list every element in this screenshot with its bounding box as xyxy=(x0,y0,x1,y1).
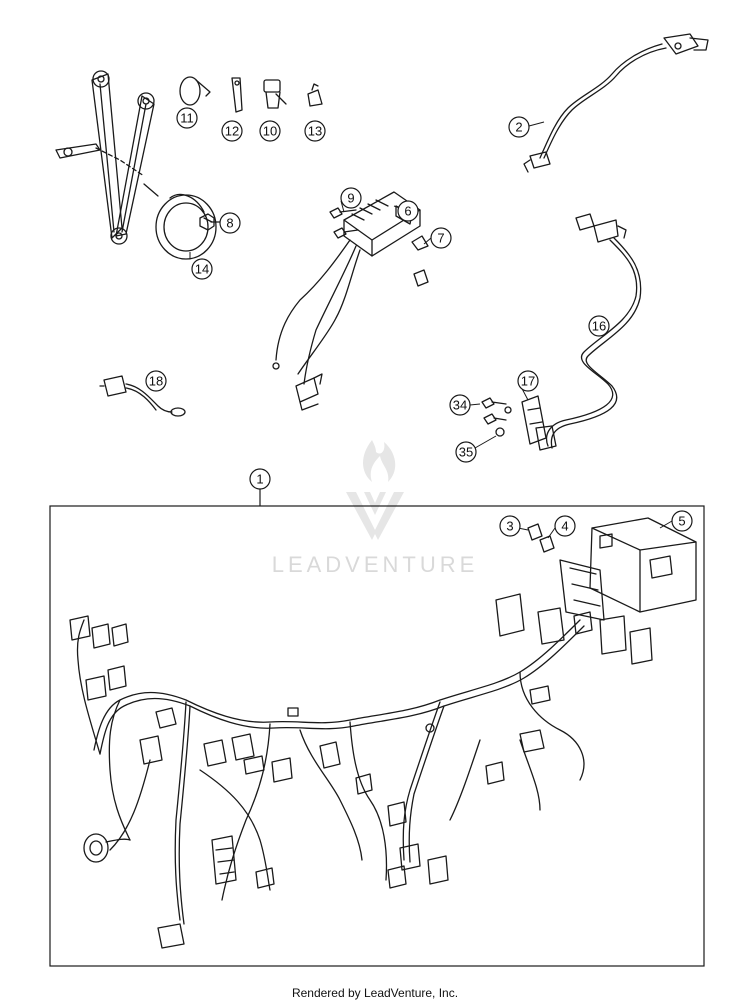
svg-text:8: 8 xyxy=(226,216,233,231)
svg-text:18: 18 xyxy=(149,374,163,389)
clip-4 xyxy=(539,535,555,553)
callout-9: 9 xyxy=(340,187,362,209)
horn-bracket xyxy=(55,70,155,245)
ground-wire xyxy=(99,375,186,417)
svg-text:10: 10 xyxy=(263,124,277,139)
grommet xyxy=(263,79,287,109)
callout-17: 17 xyxy=(517,370,539,392)
svg-text:34: 34 xyxy=(453,398,467,413)
clip xyxy=(307,83,323,107)
clip-3 xyxy=(527,523,543,541)
callout-34: 34 xyxy=(449,394,471,416)
callout-7: 7 xyxy=(430,227,452,249)
callout-12: 12 xyxy=(221,120,243,142)
svg-text:3: 3 xyxy=(506,519,513,534)
svg-text:12: 12 xyxy=(225,124,239,139)
svg-text:9: 9 xyxy=(347,191,354,206)
svg-text:16: 16 xyxy=(592,319,606,334)
svg-text:13: 13 xyxy=(308,124,322,139)
svg-text:14: 14 xyxy=(195,262,209,277)
svg-text:6: 6 xyxy=(404,204,411,219)
callout-1: 1 xyxy=(249,468,271,490)
svg-text:1: 1 xyxy=(256,472,263,487)
cotter-pin xyxy=(231,77,243,113)
svg-text:35: 35 xyxy=(459,445,473,460)
callout-35: 35 xyxy=(455,441,477,463)
svg-text:2: 2 xyxy=(515,120,522,135)
sub-harness xyxy=(521,213,642,451)
callouts: 1 2 3 4 5 6 7 8 xyxy=(145,107,693,537)
svg-text:11: 11 xyxy=(180,111,194,126)
horn xyxy=(143,183,217,260)
callout-10: 10 xyxy=(259,120,281,142)
watermark-text: LEADVENTURE xyxy=(272,552,479,577)
svg-text:5: 5 xyxy=(678,514,685,529)
callout-11: 11 xyxy=(176,107,198,129)
main-wiring-harness xyxy=(69,517,697,949)
voltage-regulator xyxy=(272,191,421,411)
callout-8: 8 xyxy=(219,212,241,234)
svg-text:17: 17 xyxy=(521,374,535,389)
watermark-logo xyxy=(346,440,404,540)
svg-text:4: 4 xyxy=(561,519,568,534)
callout-2: 2 xyxy=(508,116,530,138)
cable-tie xyxy=(179,76,211,106)
footer-credit: Rendered by LeadVenture, Inc. xyxy=(291,986,459,1000)
callout-13: 13 xyxy=(304,120,326,142)
screws xyxy=(329,207,359,239)
callout-5: 5 xyxy=(671,510,693,532)
callout-16: 16 xyxy=(588,315,610,337)
mounting-screws xyxy=(481,397,512,437)
callout-6: 6 xyxy=(397,200,419,222)
sensor-cable xyxy=(523,33,709,173)
svg-text:7: 7 xyxy=(437,231,444,246)
callout-4: 4 xyxy=(554,515,576,537)
callout-18: 18 xyxy=(145,370,167,392)
brackets xyxy=(411,235,429,287)
callout-14: 14 xyxy=(191,258,213,280)
main-harness-box xyxy=(49,489,705,967)
callout-3: 3 xyxy=(499,515,521,537)
